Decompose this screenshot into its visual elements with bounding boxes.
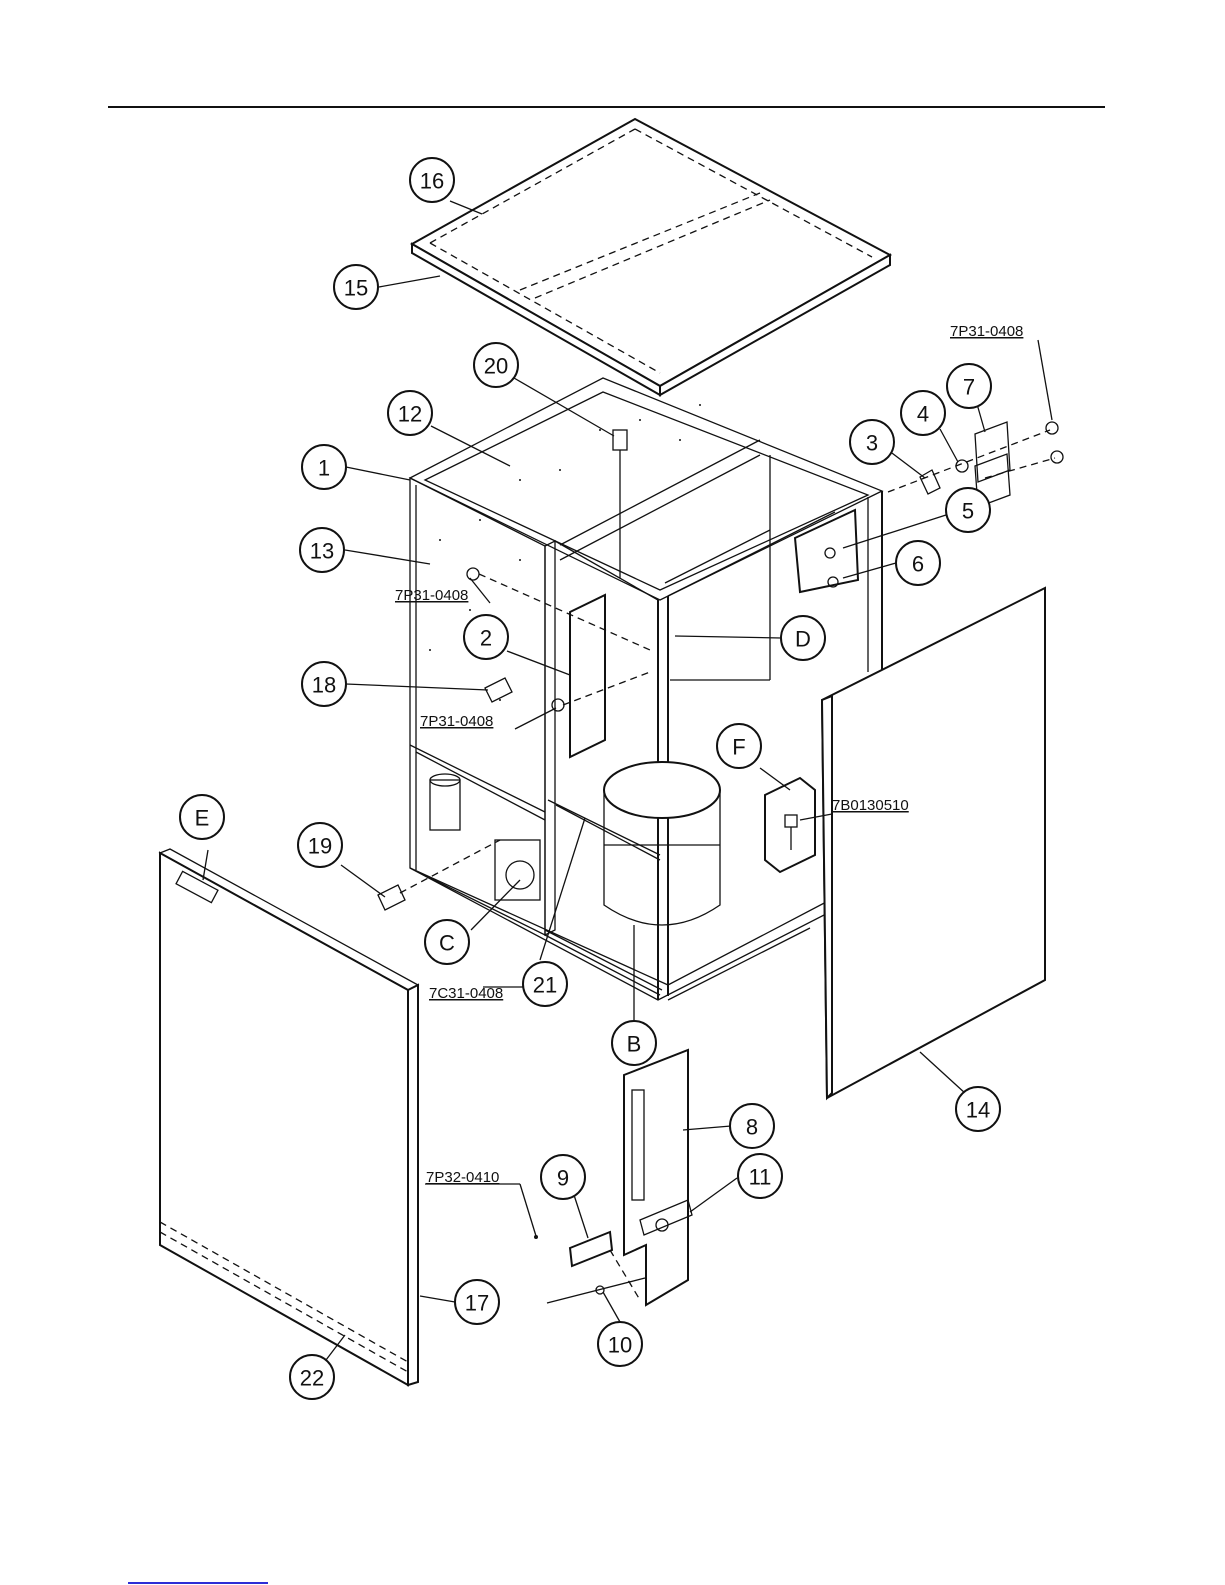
- callout-label-10: 10: [608, 1333, 632, 1358]
- callout-label-9: 9: [557, 1166, 569, 1191]
- callout-label-4: 4: [917, 402, 929, 427]
- callout-label-13: 13: [310, 539, 334, 564]
- callout-label-8: 8: [746, 1115, 758, 1140]
- callout-label-1: 1: [318, 456, 330, 481]
- part-number-top-right: 7P31-0408: [950, 323, 1023, 340]
- callout-label-C: C: [439, 931, 455, 956]
- callout-label-19: 19: [308, 834, 332, 859]
- callout-label-16: 16: [420, 169, 444, 194]
- callout-label-20: 20: [484, 354, 508, 379]
- callout-label-B: B: [627, 1032, 642, 1057]
- callout-label-18: 18: [312, 673, 336, 698]
- callout-label-6: 6: [912, 552, 924, 577]
- control-board: [570, 595, 605, 757]
- callout-label-3: 3: [866, 431, 878, 456]
- part-number-bracket: 7B0130510: [832, 797, 909, 814]
- callout-label-15: 15: [344, 276, 368, 301]
- callout-label-22: 22: [300, 1366, 324, 1391]
- callout-label-2: 2: [480, 626, 492, 651]
- cabinet-frame: [410, 378, 882, 1000]
- callout-label-12: 12: [398, 402, 422, 427]
- callout-label-D: D: [795, 627, 811, 652]
- callout-label-14: 14: [966, 1098, 990, 1123]
- part-number-left-lower: 7P31-0408: [420, 713, 493, 730]
- part-number-hinge: 7P32-0410: [426, 1169, 499, 1186]
- callout-label-E: E: [195, 806, 210, 831]
- bracket-f: [765, 778, 815, 872]
- part-number-base: 7C31-0408: [429, 985, 503, 1002]
- callout-label-21: 21: [533, 973, 557, 998]
- callout-label-7: 7: [963, 375, 975, 400]
- compressor: [604, 762, 720, 925]
- callout-label-5: 5: [962, 499, 974, 524]
- right-side-panel: [822, 588, 1045, 1098]
- callout-label-F: F: [732, 735, 745, 760]
- callout-label-17: 17: [465, 1291, 489, 1316]
- pump-motor: [430, 774, 540, 900]
- part-number-left-upper: 7P31-0408: [395, 587, 468, 604]
- front-panel: [160, 849, 418, 1385]
- fittings: [378, 430, 650, 910]
- callout-label-11: 11: [749, 1165, 772, 1190]
